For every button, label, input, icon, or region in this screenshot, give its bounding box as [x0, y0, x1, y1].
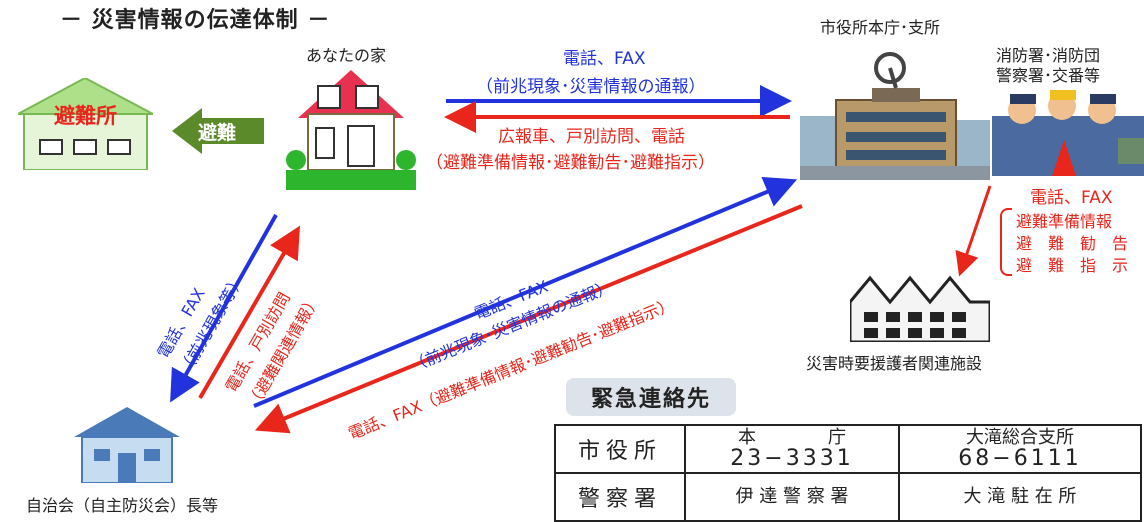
edge-home-city-label-1: 電話、FAX [563, 49, 646, 69]
edge-home-city-label-2: （前兆現象･災害情報の通報） [476, 77, 706, 97]
arrow-city-to-facility [955, 185, 992, 277]
facility-label: 災害時要援護者関連施設 [806, 354, 983, 373]
evacuate-label: 避難 [198, 122, 237, 144]
page-title: － 災害情報の伝達体制 － [60, 8, 331, 33]
arrow-assoc-to-city [253, 176, 798, 408]
row-name: 警察署 [554, 472, 686, 522]
association-label: 自治会（自主防災会）長等 [26, 496, 219, 515]
table-row: 市役所 本 庁 23−3331 大滝総合支所 68−6111 [554, 424, 1142, 474]
police-fire-staff-icon [992, 90, 1144, 176]
evacuate-arrow-icon [172, 108, 264, 154]
home-label: あなたの家 [306, 46, 387, 65]
police-label-line1: 消防署･消防団 [996, 46, 1101, 65]
contact-number: 68−6111 [958, 446, 1082, 471]
arrow-home-to-assoc [170, 214, 278, 403]
arrow-city-to-assoc [254, 204, 803, 434]
emergency-heading: 緊急連絡先 [566, 378, 736, 416]
welfare-facility-building-icon [850, 275, 990, 342]
contact-cell: 本 庁 23−3331 [684, 424, 900, 474]
contact-office: 大滝総合支所 [966, 427, 1074, 448]
row-name: 市役所 [554, 424, 686, 474]
table-row: 警察署 伊 達 警 察 署 大 滝 駐 在 所 [554, 472, 1142, 522]
contact-cell: 大 滝 駐 在 所 [898, 472, 1142, 522]
shelter-building-icon [18, 78, 153, 170]
edge-city-facility-label-1: 電話、FAX [1030, 188, 1113, 208]
emergency-contacts-table: 市役所 本 庁 23−3331 大滝総合支所 68−6111 警察署 伊 達 警… [554, 424, 1142, 522]
edge-city-home-label-2: （避難準備情報･避難勧告･避難指示） [426, 153, 715, 173]
association-house-icon [74, 407, 180, 483]
label-brace [1000, 208, 1012, 276]
contact-office: 大 滝 駐 在 所 [963, 486, 1077, 507]
house-icon [286, 70, 416, 190]
edge-city-home-label-1: 広報車、戸別訪問、電話 [498, 127, 685, 147]
arrow-assoc-to-home [198, 225, 301, 400]
contact-office: 本 庁 [738, 427, 846, 448]
city-hall-label: 市役所本庁･支所 [820, 18, 941, 37]
contact-cell: 大滝総合支所 68−6111 [898, 424, 1142, 474]
city-hall-building-icon [800, 52, 990, 180]
contact-cell: 伊 達 警 察 署 [684, 472, 900, 522]
police-label-line2: 警察署･交番等 [996, 66, 1101, 85]
edge-city-facility-label-4: 避 難 指 示 [1016, 256, 1129, 275]
edge-city-facility-label-2: 避難準備情報 [1016, 212, 1113, 231]
contact-office: 伊 達 警 察 署 [735, 486, 849, 507]
shelter-label: 避難所 [54, 104, 117, 128]
edge-city-facility-label-3: 避 難 勧 告 [1016, 234, 1129, 253]
contact-number: 23−3331 [730, 446, 854, 471]
